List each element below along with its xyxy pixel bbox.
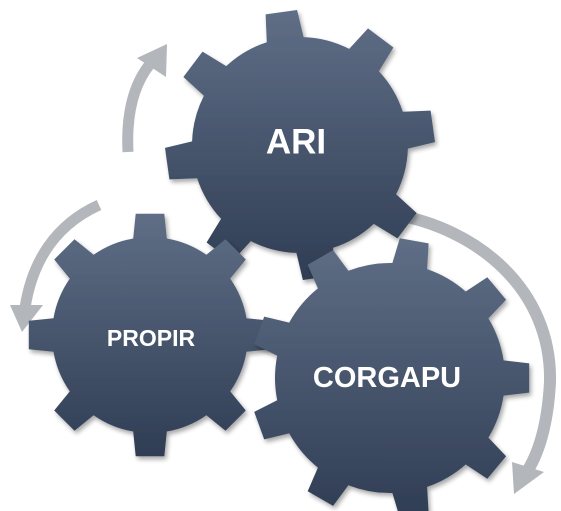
- arrow-to-corgapu-head: [512, 462, 544, 494]
- arrow-to-propir: [19, 199, 102, 309]
- gears: [28, 10, 530, 511]
- arrow-to-ari-head: [137, 44, 167, 77]
- gear-ari: [165, 10, 435, 280]
- cycle-arrows: [10, 44, 557, 494]
- arrow-to-ari: [122, 60, 155, 153]
- gear-propir: [28, 213, 272, 457]
- gear-label-ari: ARI: [266, 123, 326, 162]
- arrow-to-corgapu: [391, 208, 557, 474]
- gear-label-propir: PROPIR: [107, 325, 196, 351]
- gear-label-corgapu: CORGAPU: [313, 362, 461, 394]
- arrow-to-propir-head: [10, 305, 43, 332]
- gear-corgapu: [254, 238, 530, 511]
